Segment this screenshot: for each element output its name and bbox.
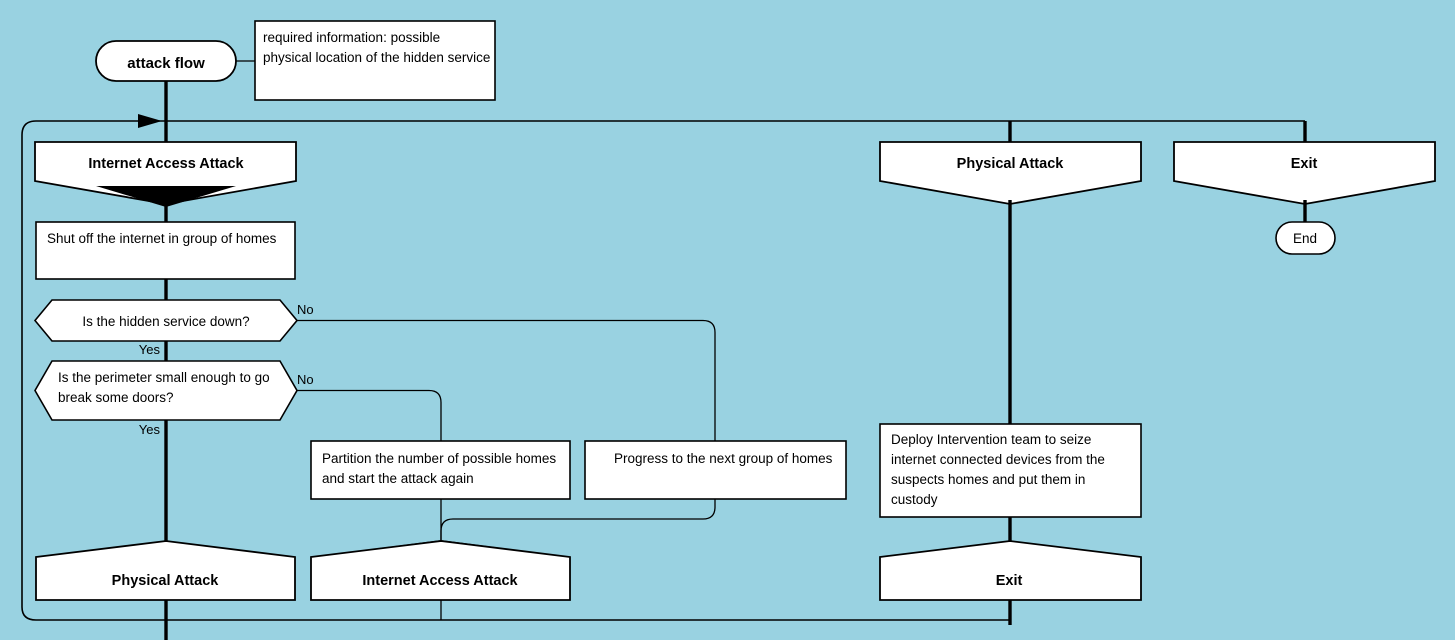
physical-attack-top-shape[interactable] <box>879 141 1142 205</box>
decision-perimeter-no-label: No <box>297 372 314 387</box>
deploy-box-label: Deploy Intervention team to seize intern… <box>891 432 1105 507</box>
progress-box-label: Progress to the next group of homes <box>614 451 833 466</box>
partition-box-label: Partition the number of possible homes a… <box>322 451 557 486</box>
end-terminator-label: End <box>1293 231 1317 246</box>
partition-text-wrap: Partition the number of possible homes a… <box>322 451 557 486</box>
shut-off-box-shape[interactable] <box>35 221 296 280</box>
progress-text-wrap: Progress to the next group of homes <box>614 451 833 466</box>
note-box-label: required information: possible physical … <box>263 30 491 65</box>
decision-service-down-label: Is the hidden service down? <box>82 314 249 329</box>
start-terminator-label: attack flow <box>127 55 205 72</box>
exit-bottom-label: Exit <box>996 573 1023 589</box>
shut-off-box-label: Shut off the internet in group of homes <box>47 231 277 246</box>
exit-bottom-shape[interactable] <box>879 540 1142 601</box>
internet-access-attack-top-notch-icon <box>96 186 236 207</box>
decision-service-down-no-connector <box>297 319 716 441</box>
internet-access-attack-bottom-label: Internet Access Attack <box>362 573 518 589</box>
decision-perimeter-text-wrap: Is the perimeter small enough to go brea… <box>58 370 270 405</box>
decision-perimeter-shape[interactable] <box>34 360 298 421</box>
decision-service-down-shape[interactable] <box>33 299 299 342</box>
physical-attack-top-label: Physical Attack <box>957 156 1065 172</box>
end-terminator-shape <box>1275 221 1336 255</box>
note-box-text-wrap: required information: possible physical … <box>263 30 491 65</box>
decision-perimeter-no-connector <box>297 389 442 441</box>
internet-access-attack-top-shape[interactable] <box>34 141 297 205</box>
loop-return-arrowhead <box>138 114 162 128</box>
progress-box-shape[interactable] <box>584 440 847 500</box>
outer-loop-connector <box>21 120 1305 621</box>
internet-access-attack-top-label: Internet Access Attack <box>88 156 244 172</box>
physical-attack-bottom-label: Physical Attack <box>112 573 220 589</box>
exit-top-label: Exit <box>1291 156 1318 172</box>
progress-to-iaa-connector <box>440 499 716 543</box>
decision-service-down-yes-label: Yes <box>139 342 161 357</box>
exit-top-shape[interactable] <box>1173 141 1436 205</box>
deploy-text-wrap: Deploy Intervention team to seize intern… <box>891 432 1105 507</box>
partition-box-shape[interactable] <box>310 440 571 500</box>
shut-off-text-wrap: Shut off the internet in group of homes <box>47 231 277 246</box>
physical-attack-bottom-shape[interactable] <box>35 540 296 601</box>
decision-perimeter-yes-label: Yes <box>139 422 161 437</box>
decision-service-down-no-label: No <box>297 302 314 317</box>
note-box-shape <box>254 20 496 101</box>
deploy-box-shape[interactable] <box>879 423 1142 518</box>
decision-perimeter-label: Is the perimeter small enough to go brea… <box>58 370 270 405</box>
internet-access-attack-bottom-shape[interactable] <box>310 540 571 601</box>
